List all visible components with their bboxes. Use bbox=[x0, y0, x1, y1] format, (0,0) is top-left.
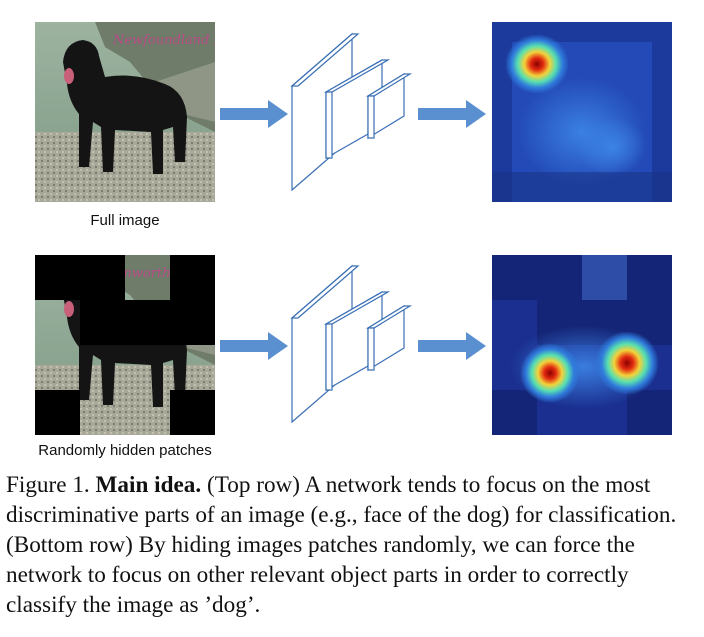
arrow-icon bbox=[220, 332, 288, 360]
caption-prefix: Figure 1. bbox=[6, 472, 96, 498]
cnn-network-icon bbox=[290, 264, 413, 424]
hidden-patches-panel: unworth bbox=[35, 255, 215, 435]
dog-photo: Newfoundland Dog bbox=[35, 22, 215, 202]
heatmap-bottom-panel bbox=[492, 255, 672, 435]
caption-title: Main idea. bbox=[95, 472, 202, 498]
input-label-bottom: Randomly hidden patches bbox=[38, 442, 212, 459]
attention-heatmap-bottom bbox=[492, 255, 672, 435]
watermark: unworth bbox=[115, 266, 171, 281]
arrow-icon bbox=[220, 100, 288, 128]
cnn-network-icon bbox=[290, 32, 413, 192]
input-label-top: Full image bbox=[90, 212, 160, 229]
figure-caption: Figure 1. Main idea. (Top row) A network… bbox=[6, 470, 698, 620]
heatmap-top-panel bbox=[492, 22, 672, 202]
arrow-icon bbox=[418, 332, 486, 360]
full-image-panel: Newfoundland Dog bbox=[35, 22, 215, 202]
attention-heatmap-top bbox=[492, 22, 672, 202]
caption-text: (Top row) A network tends to focus on th… bbox=[6, 472, 677, 618]
watermark: Newfoundland Dog bbox=[112, 33, 215, 48]
arrow-icon bbox=[418, 100, 486, 128]
dog-photo-with-hidden-patches: unworth bbox=[35, 255, 215, 435]
